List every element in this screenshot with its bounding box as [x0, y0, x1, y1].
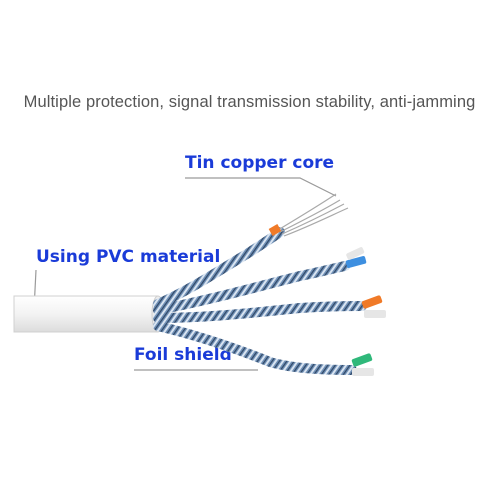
tin-copper-core [277, 193, 349, 237]
pair-lower [153, 321, 357, 375]
conductor-tips [345, 247, 386, 376]
conductor-white-2 [364, 310, 386, 318]
twisted-pairs [153, 227, 367, 375]
label-tin-copper-core: Tin copper core [185, 153, 335, 173]
label-pvc-material: Using PVC material [36, 247, 221, 267]
pair-upper [153, 261, 350, 315]
conductor-white-3 [352, 368, 374, 376]
pair-middle [153, 301, 367, 323]
conductor-orange-top [268, 224, 282, 236]
conductor-orange [361, 295, 383, 309]
label-foil-shield: Foil shield [134, 345, 232, 365]
pvc-jacket [13, 295, 162, 333]
conductor-blue [345, 255, 367, 269]
conductor-white-1 [346, 247, 365, 260]
leader-line-tin [185, 177, 337, 197]
headline: Multiple protection, signal transmission… [23, 93, 476, 111]
pair-top [153, 227, 285, 309]
conductor-green [351, 353, 373, 367]
